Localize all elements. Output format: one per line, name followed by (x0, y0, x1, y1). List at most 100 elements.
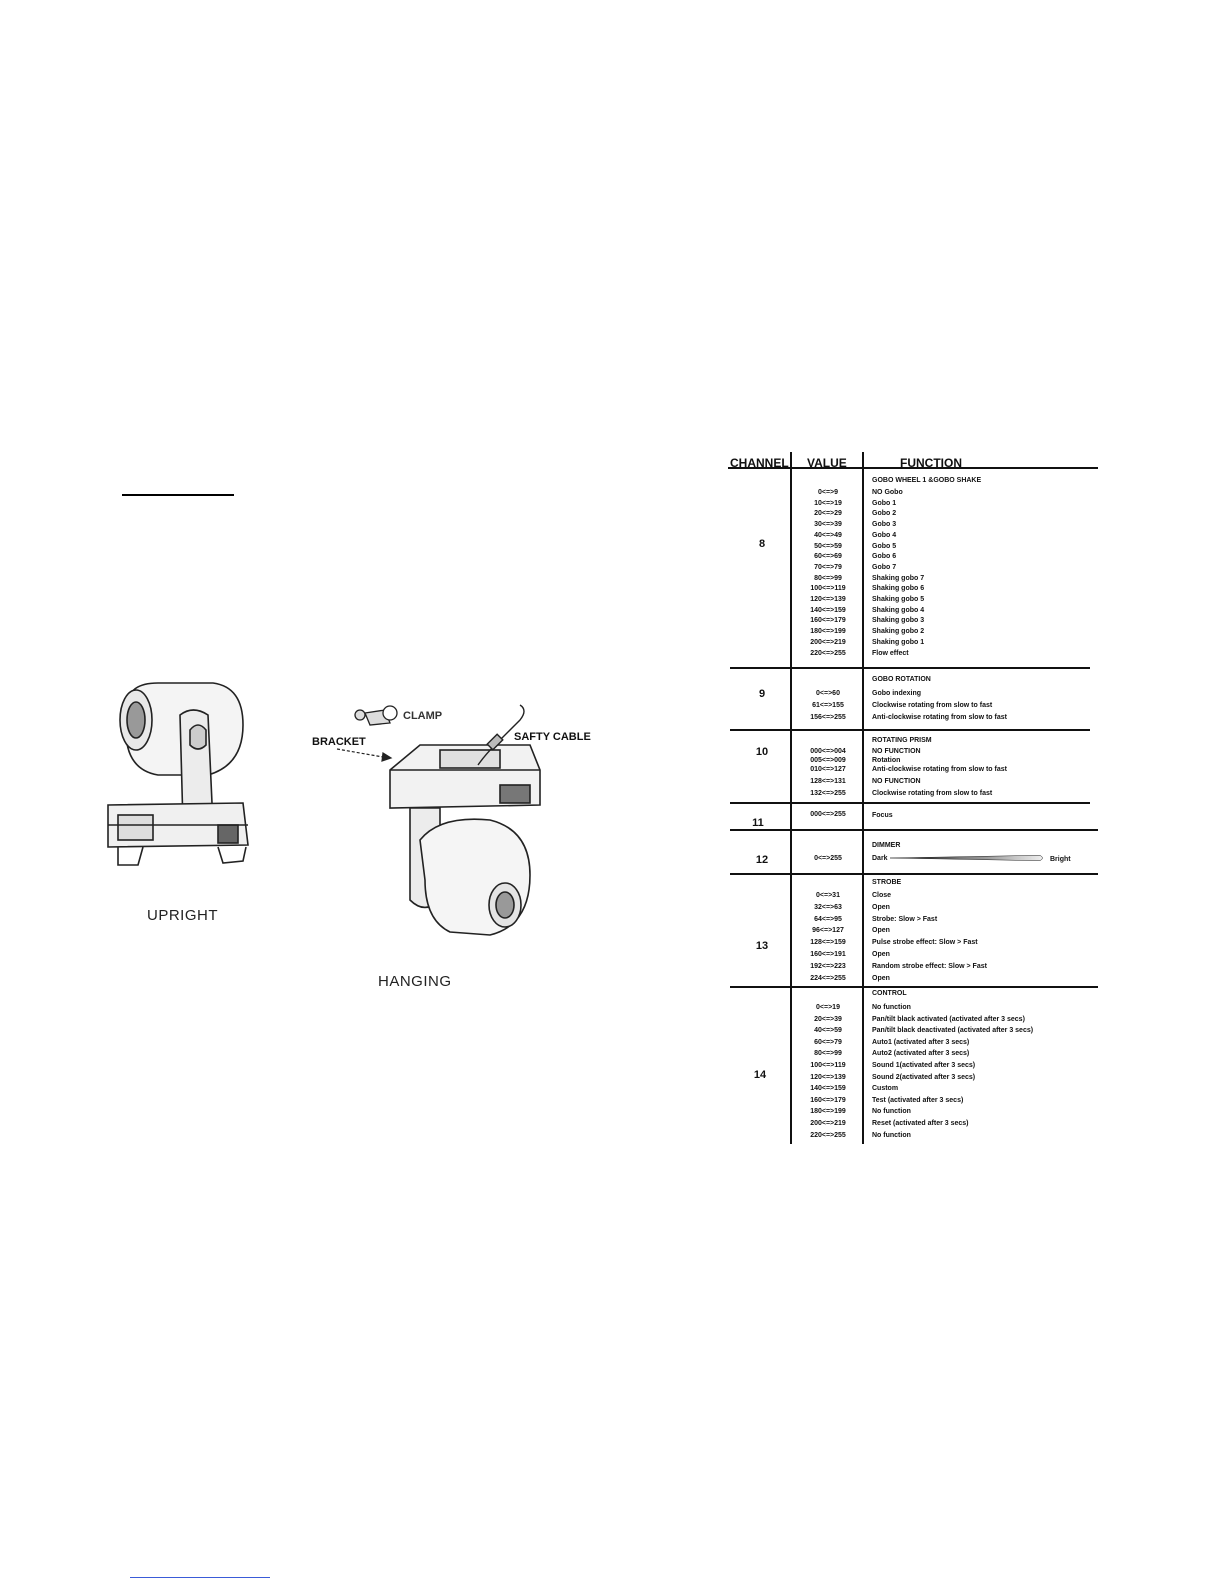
row-function: Clockwise rotating from slow to fast (872, 790, 993, 797)
row-value: 0<=>19 (816, 1004, 840, 1011)
function-column: NO FUNCTION Rotation Anti-clockwise rota… (872, 747, 1007, 798)
row-function: Open (872, 950, 890, 958)
row-function: Test (activated after 3 secs) (872, 1096, 964, 1104)
row-value: 128<=>159 (810, 939, 846, 947)
column-divider-1 (790, 452, 792, 1144)
row-value: 0<=>255 (814, 855, 842, 862)
row-function: Shaking gobo 7 (872, 574, 925, 582)
section-rule (730, 802, 1090, 804)
row-value: 0<=>31 (816, 892, 840, 899)
section-rule (730, 986, 1098, 988)
row-value: 30<=>39 (814, 521, 842, 529)
row-value: 005<=>009 (810, 757, 846, 764)
section-rule (730, 829, 1098, 831)
row-function: No function (872, 1131, 911, 1139)
row-function: Pulse strobe effect: Slow > Fast (872, 939, 978, 947)
hanging-fixture-illustration (389, 744, 541, 936)
function-column: No function Pan/tilt black activated (ac… (872, 1002, 1033, 1141)
channel-number: 13 (755, 940, 769, 952)
row-function: Sound 1(activated after 3 secs) (872, 1061, 976, 1069)
dimmer-bright-label: Bright (1050, 856, 1071, 863)
row-function: Open (872, 903, 890, 911)
row-value: 61<=>155 (812, 702, 844, 709)
bracket-label: BRACKET (312, 736, 366, 748)
function-column: Close Open Strobe: Slow > Fast Open Puls… (872, 890, 987, 984)
row-value: 20<=>29 (814, 510, 842, 518)
row-function: Shaking gobo 4 (872, 606, 925, 614)
header-value: VALUE (807, 456, 847, 470)
row-value: 0<=>60 (816, 690, 840, 697)
row-function: Reset (activated after 3 secs) (872, 1119, 969, 1127)
upright-fixture-illustration (107, 682, 249, 866)
row-value: 120<=>139 (810, 1073, 846, 1081)
safety-cable-label: SAFTY CABLE (514, 731, 591, 743)
row-value: 100<=>119 (810, 585, 846, 593)
channel-number: 14 (753, 1069, 767, 1081)
row-function: Gobo 6 (872, 553, 897, 561)
row-value: 40<=>59 (814, 1027, 842, 1035)
safety-cable-icon (477, 704, 525, 766)
row-function: Open (872, 927, 890, 935)
row-value: 160<=>191 (810, 950, 846, 958)
row-value: 0<=>9 (817, 489, 839, 496)
section-title: STROBE (872, 879, 902, 886)
row-value: 80<=>99 (814, 574, 842, 582)
section-title: GOBO ROTATION (872, 676, 931, 683)
row-value: 000<=>004 (810, 748, 846, 755)
clamp-icon (354, 705, 398, 726)
row-function: Anti-clockwise rotating from slow to fas… (872, 766, 1007, 773)
row-function: Pan/tilt black deactivated (activated af… (872, 1027, 1034, 1035)
row-function: Gobo 5 (872, 542, 897, 550)
row-value: 224<=>255 (810, 974, 846, 982)
row-value: 50<=>59 (814, 542, 842, 550)
row-function: Auto2 (activated after 3 secs) (872, 1050, 970, 1058)
row-function: Gobo 1 (872, 499, 897, 507)
row-value: 220<=>255 (810, 649, 846, 657)
row-value: 140<=>159 (810, 1085, 846, 1093)
section-title: GOBO WHEEL 1 &GOBO SHAKE (872, 477, 982, 484)
row-value: 120<=>139 (810, 596, 846, 604)
channel-number: 12 (755, 854, 769, 866)
header-channel: CHANNEL (730, 456, 789, 470)
row-value: 156<=>255 (810, 714, 846, 721)
row-value: 60<=>79 (814, 1038, 842, 1046)
row-function: Rotation (872, 757, 901, 764)
row-value: 180<=>199 (810, 628, 846, 636)
row-function: NO FUNCTION (872, 778, 921, 785)
row-function: Gobo 2 (872, 510, 897, 518)
row-value: 220<=>255 (810, 1131, 846, 1139)
row-function: Gobo 7 (872, 563, 897, 571)
row-function: Anti-clockwise rotating from slow to fas… (872, 714, 1007, 721)
header-rule (728, 467, 1098, 469)
row-value: 40<=>49 (814, 531, 842, 539)
row-value: 20<=>39 (814, 1015, 842, 1023)
row-function: Gobo indexing (872, 690, 921, 697)
section-rule (730, 729, 1090, 731)
channel-number: 9 (758, 688, 766, 700)
row-function: Gobo 4 (872, 531, 897, 539)
section-rule (730, 873, 1098, 875)
heading-underline (122, 494, 234, 496)
function-column: Gobo indexing Clockwise rotating from sl… (872, 688, 1007, 724)
dimmer-ramp-icon (890, 855, 1043, 861)
row-function: Clockwise rotating from slow to fast (872, 702, 993, 709)
row-function: Dark (872, 855, 888, 862)
section-title: ROTATING PRISM (872, 737, 932, 744)
row-function: Auto1 (activated after 3 secs) (872, 1038, 970, 1046)
row-value: 128<=>131 (810, 778, 846, 785)
column-divider-2 (862, 452, 864, 1144)
bracket-arrow-icon (336, 748, 393, 762)
value-column: 0<=>19 20<=>39 40<=>59 60<=>79 80<=>99 1… (792, 1002, 864, 1141)
row-function: Gobo 3 (872, 521, 897, 529)
row-function: Open (872, 974, 890, 982)
section-title: DIMMER (872, 842, 901, 849)
row-function: Shaking gobo 3 (872, 617, 925, 625)
channel-number: 8 (758, 538, 766, 550)
row-function: Custom (872, 1085, 899, 1093)
row-value: 64<=>95 (814, 915, 842, 923)
section-title: CONTROL (872, 990, 907, 997)
value-column: 000<=>004 005<=>009 010<=>127 128<=>131 … (792, 747, 864, 798)
value-column: 0<=>9 10<=>19 20<=>29 30<=>39 40<=>49 50… (792, 488, 864, 659)
row-value: 80<=>99 (814, 1050, 842, 1058)
row-value: 200<=>219 (810, 1119, 846, 1127)
